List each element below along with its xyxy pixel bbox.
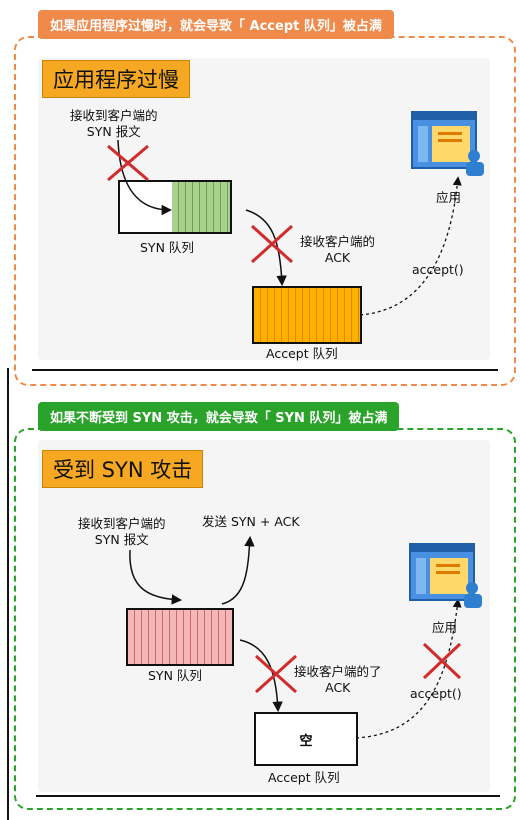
s2-accept-arrow — [355, 598, 462, 739]
s2-send-arrow — [221, 535, 255, 605]
s2-syn-recv-label: 接收到客户端的 SYN 报文 — [78, 516, 166, 547]
s1-accept-call: accept() — [412, 262, 464, 277]
s1-ack-label: 接收客户端的 ACK — [300, 234, 376, 265]
s2-app-label: 应用 — [432, 620, 458, 635]
s2-syn-arrow — [129, 549, 183, 605]
s2-accept-cross — [422, 642, 462, 680]
section2-title: 受到 SYN 攻击 — [42, 450, 204, 488]
s1-syn-cross — [107, 144, 149, 182]
s2-ack-label: 接收客户端的了 ACK — [294, 664, 382, 695]
s2-syn-queue-label: SYN 队列 — [148, 668, 202, 683]
s2-accept-queue-label: Accept 队列 — [268, 770, 340, 785]
section1-frame — [14, 36, 516, 386]
s2-syn-queue — [126, 608, 234, 666]
section2-tag: 如果不断受到 SYN 攻击，就会导致「 SYN 队列」被占满 — [38, 402, 400, 431]
s1-syn-recv-label: 接收到客户端的 SYN 报文 — [70, 108, 158, 139]
s1-syn-queue-fill — [172, 182, 230, 232]
s2-send-label: 发送 SYN + ACK — [202, 514, 300, 529]
s2-ack-arrow — [239, 639, 283, 713]
s1-ack-cross — [250, 224, 294, 264]
section1-tag: 如果应用程序过慢时，就会导致「 Accept 队列」被占满 — [38, 10, 394, 39]
s1-app-icon — [411, 111, 484, 176]
s2-accept-call: accept() — [410, 686, 462, 701]
s1-accept-arrow — [359, 176, 462, 316]
s1-accept-queue — [252, 286, 362, 344]
section2-frame — [14, 428, 516, 810]
s1-syn-queue — [118, 180, 232, 234]
s2-app-icon — [409, 543, 482, 608]
section1-title: 应用程序过慢 — [42, 60, 190, 98]
s1-accept-queue-label: Accept 队列 — [266, 346, 338, 361]
s2-accept-queue-empty: 空 — [254, 712, 358, 766]
s1-syn-queue-label: SYN 队列 — [140, 240, 194, 255]
s1-ack-arrow — [245, 209, 287, 287]
s2-ack-cross — [254, 654, 298, 694]
s1-app-label: 应用 — [436, 190, 462, 205]
